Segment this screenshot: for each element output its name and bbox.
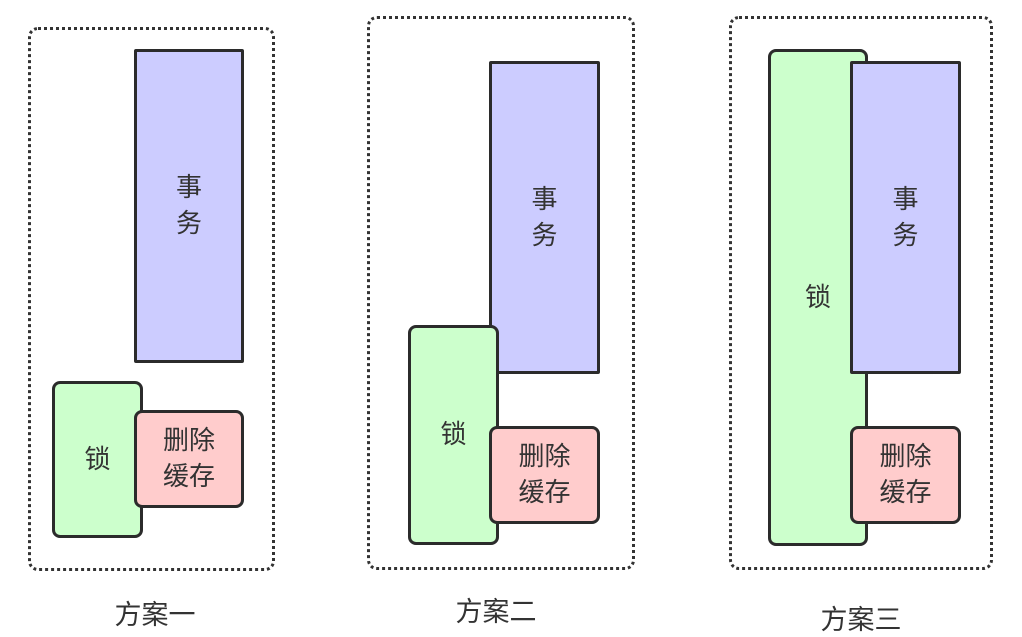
plan-1-transaction-label: 事务 [175, 173, 202, 239]
plan-2-lock-box: 锁 [408, 325, 499, 545]
plan-1-lock-label: 锁 [84, 444, 111, 475]
plan-2-frame [367, 16, 635, 570]
plan-1-delete-cache-box: 删除缓存 [134, 410, 244, 508]
plan-3-delete-cache-box: 删除缓存 [850, 426, 961, 524]
plan-3-delete-cache-label: 删除缓存 [879, 442, 932, 508]
plan-2-caption: 方案二 [455, 597, 537, 628]
plan-2-transaction-box: 事务 [489, 61, 600, 374]
plan-3-transaction-box: 事务 [850, 61, 961, 374]
plan-1-frame [28, 27, 275, 571]
plan-2-lock-label: 锁 [440, 420, 467, 450]
plan-3-caption: 方案三 [820, 605, 902, 636]
plan-3-transaction-label: 事务 [892, 184, 919, 251]
plan-2-delete-cache-label: 删除缓存 [518, 442, 571, 508]
plan-2-transaction-label: 事务 [531, 184, 558, 251]
plan-1-delete-cache-label: 删除缓存 [162, 426, 215, 492]
plan-1-caption: 方案一 [114, 600, 196, 631]
plan-1-transaction-box: 事务 [134, 49, 244, 363]
plan-3-frame [729, 16, 993, 570]
plan-2-delete-cache-box: 删除缓存 [489, 426, 600, 524]
plan-1-lock-box: 锁 [52, 381, 143, 538]
plan-3-lock-label: 锁 [804, 282, 831, 313]
